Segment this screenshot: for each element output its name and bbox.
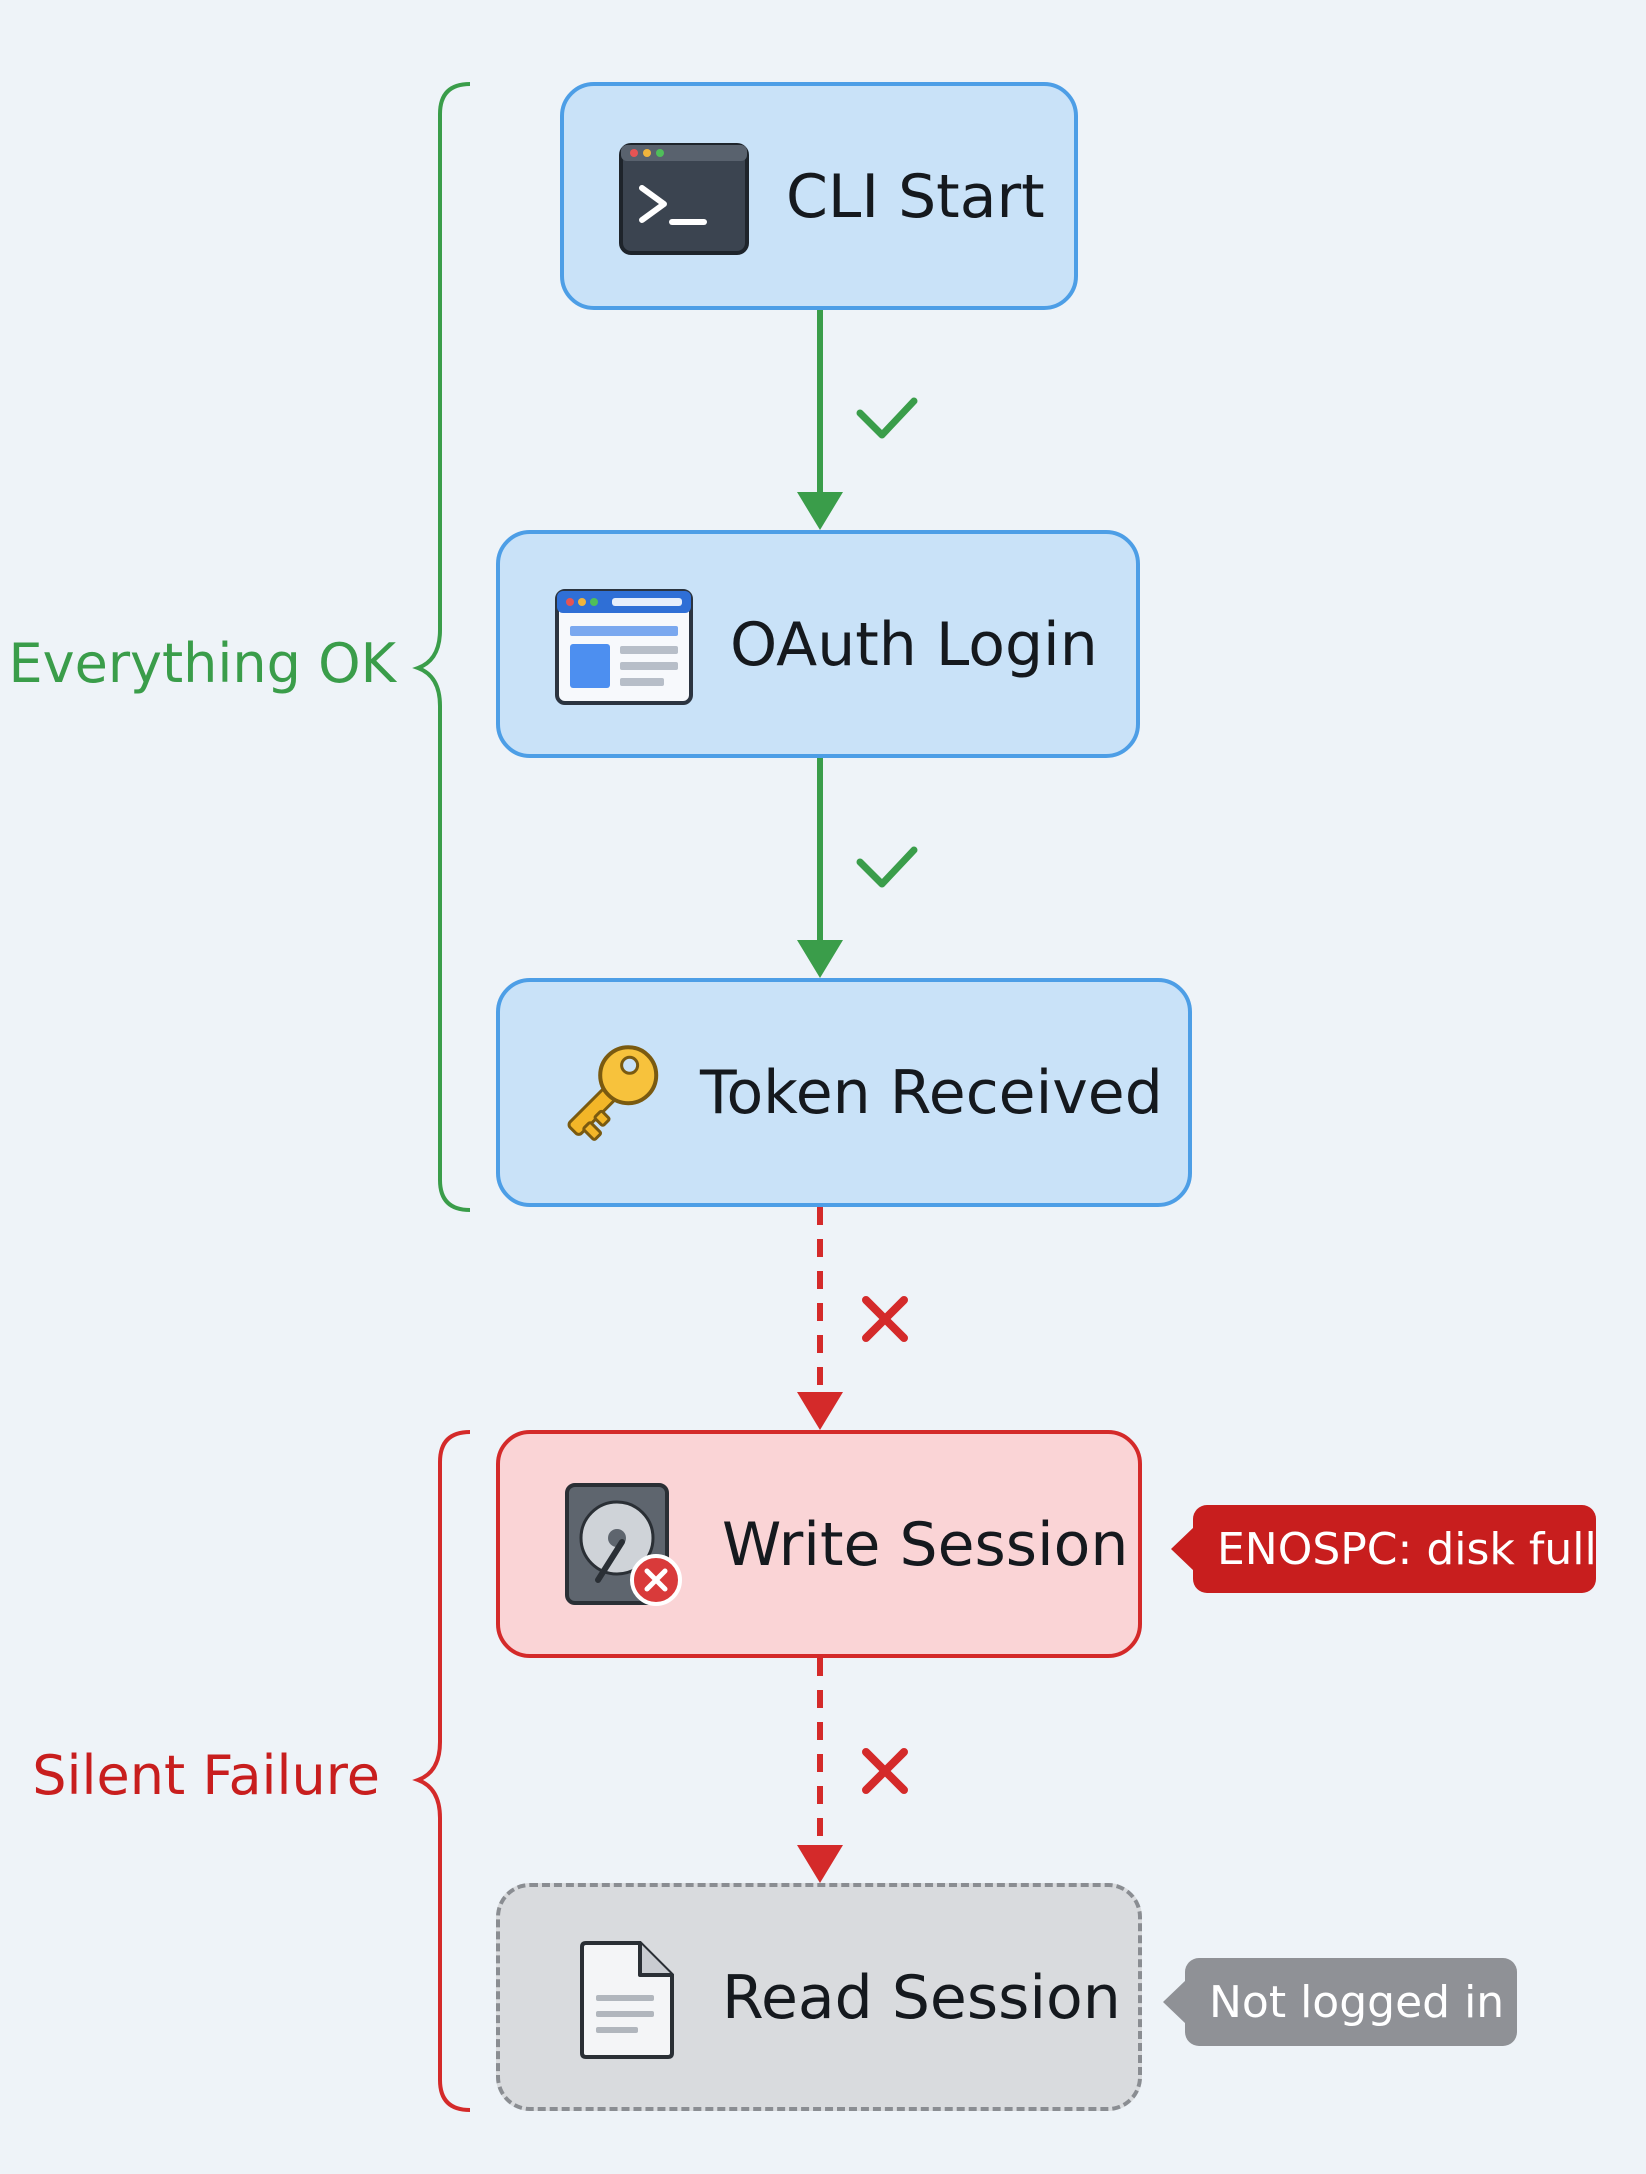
node-label: CLI Start (786, 162, 1045, 232)
node-cli-start[interactable]: CLI Start (560, 82, 1078, 310)
check-icon (856, 397, 918, 439)
group-bracket-ok (412, 82, 471, 1212)
node-read-session[interactable]: Read Session (496, 1883, 1142, 2111)
hard-disk-error-icon (565, 1483, 682, 1606)
terminal-icon (619, 143, 749, 255)
callout-pointer (1171, 1527, 1194, 1571)
node-label: OAuth Login (730, 610, 1098, 680)
node-write-session[interactable]: Write Session (496, 1430, 1142, 1658)
node-label: Read Session (722, 1963, 1121, 2033)
document-icon (580, 1941, 674, 2059)
edge-cli-to-oauth (797, 310, 843, 530)
edge-write-to-read (797, 1658, 843, 1883)
node-oauth-login[interactable]: OAuth Login (496, 530, 1140, 758)
callout-pointer (1163, 1980, 1186, 2024)
browser-window-icon (555, 589, 693, 705)
status-callout-text: Not logged in (1209, 1976, 1505, 2028)
error-callout-text: ENOSPC: disk full (1217, 1523, 1597, 1575)
node-label: Write Session (722, 1510, 1129, 1580)
group-bracket-fail (412, 1430, 471, 2112)
edge-oauth-to-token (797, 758, 843, 978)
error-callout: ENOSPC: disk full (1171, 1505, 1597, 1593)
cross-icon (862, 1748, 908, 1794)
check-icon (856, 846, 918, 888)
group-label-ok: Everything OK (8, 632, 396, 695)
group-label-fail: Silent Failure (32, 1744, 380, 1807)
status-callout: Not logged in (1163, 1958, 1517, 2046)
edge-token-to-write (797, 1207, 843, 1430)
cross-icon (862, 1296, 908, 1342)
node-token-received[interactable]: Token Received (496, 978, 1192, 1207)
node-label: Token Received (700, 1058, 1163, 1128)
key-icon (567, 1045, 659, 1141)
